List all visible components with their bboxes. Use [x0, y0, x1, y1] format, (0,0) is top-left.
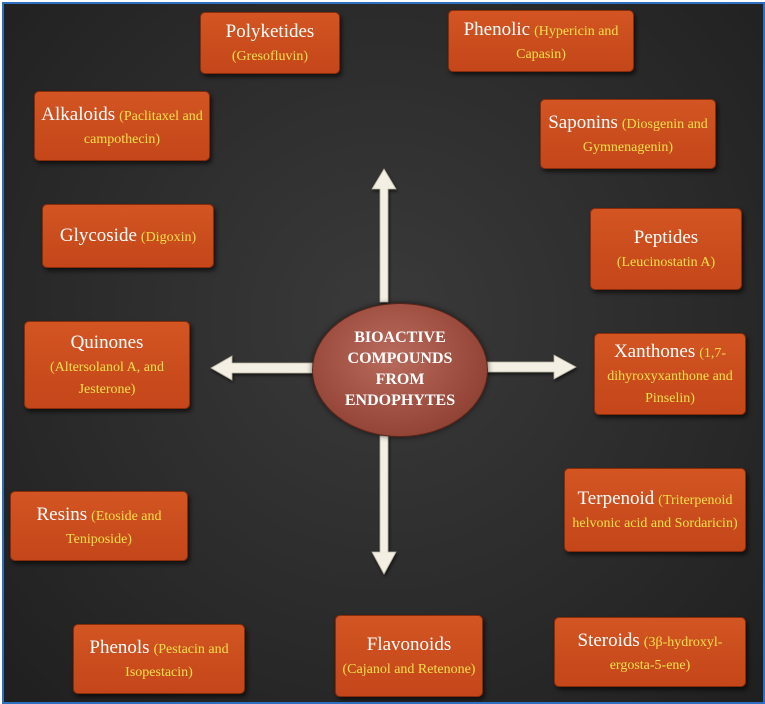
compound-examples: (Diosgenin and Gymnenagenin) — [582, 117, 708, 155]
compound-box-peptides: Peptides (Leucinostatin A) — [590, 208, 742, 290]
compound-examples: (Pestacin and Isopestacin) — [125, 642, 229, 680]
compound-box-steroids: Steroids (3β-hydroxyl-ergosta-5-ene) — [554, 617, 746, 687]
compound-name: Saponins — [548, 112, 618, 134]
compound-box-resins: Resins (Etoside and Teniposide) — [10, 491, 188, 561]
compound-examples: (1,7-dihyroxyxanthone and Pinselin) — [607, 346, 733, 406]
compound-box-xanthones: Xanthones (1,7-dihyroxyxanthone and Pins… — [594, 333, 746, 415]
compound-examples: (Etoside and Teniposide) — [66, 509, 162, 547]
compound-name: Glycoside — [59, 225, 137, 247]
compound-examples: (3β-hydroxyl-ergosta-5-ene) — [609, 635, 723, 673]
compound-box-glycoside: Glycoside (Digoxin) — [42, 204, 214, 268]
compound-box-polyketides: Polyketides (Gresofluvin) — [200, 12, 340, 74]
arrow-left — [210, 355, 315, 381]
compound-name: Xanthones — [613, 341, 696, 363]
compound-name: Polyketides — [225, 21, 315, 43]
compound-box-quinones: Quinones (Altersolanol A, and Jesterone) — [24, 321, 190, 409]
arrows-layer — [210, 168, 577, 575]
compound-examples: (Cajanol and Retenone) — [342, 661, 476, 677]
arrow-down — [371, 435, 397, 575]
compound-name: Terpenoid — [577, 488, 655, 510]
compound-examples: (Triterpenoid helvonic acid and Sordaric… — [572, 493, 738, 531]
compound-name: Peptides — [633, 227, 699, 249]
compound-name: Alkaloids — [41, 104, 116, 126]
compound-box-flavonoids: Flavonoids (Cajanol and Retenone) — [335, 615, 483, 697]
compound-name: Flavonoids — [366, 634, 452, 656]
compound-box-alkaloids: Alkaloids (Paclitaxel and campothecin) — [34, 91, 210, 161]
central-label: BIOACTIVE COMPOUNDS FROM ENDOPHYTES — [344, 329, 456, 409]
compound-name: Phenolic — [463, 19, 531, 41]
arrow-right — [483, 354, 577, 380]
compound-box-phenols: Phenols (Pestacin and Isopestacin) — [73, 624, 245, 694]
compound-name: Steroids — [577, 630, 640, 652]
compound-examples: (Paclitaxel and campothecin) — [83, 109, 203, 147]
compound-examples: (Hypericin and Capasin) — [516, 24, 619, 62]
arrow-up — [371, 168, 397, 303]
compound-box-saponins: Saponins (Diosgenin and Gymnenagenin) — [540, 99, 716, 169]
compound-examples: (Digoxin) — [140, 230, 197, 246]
compound-examples: (Gresofluvin) — [231, 48, 309, 64]
compound-name: Phenols — [89, 637, 150, 659]
compound-name: Quinones — [70, 332, 144, 354]
compound-examples: (Leucinostatin A) — [616, 254, 716, 270]
compound-examples: (Altersolanol A, and Jesterone) — [50, 359, 164, 397]
compound-box-phenolic: Phenolic (Hypericin and Capasin) — [448, 10, 634, 72]
central-node: BIOACTIVE COMPOUNDS FROM ENDOPHYTES — [312, 303, 488, 437]
compound-name: Resins — [36, 504, 88, 526]
compound-box-terpenoid: Terpenoid (Triterpenoid helvonic acid an… — [564, 468, 746, 552]
